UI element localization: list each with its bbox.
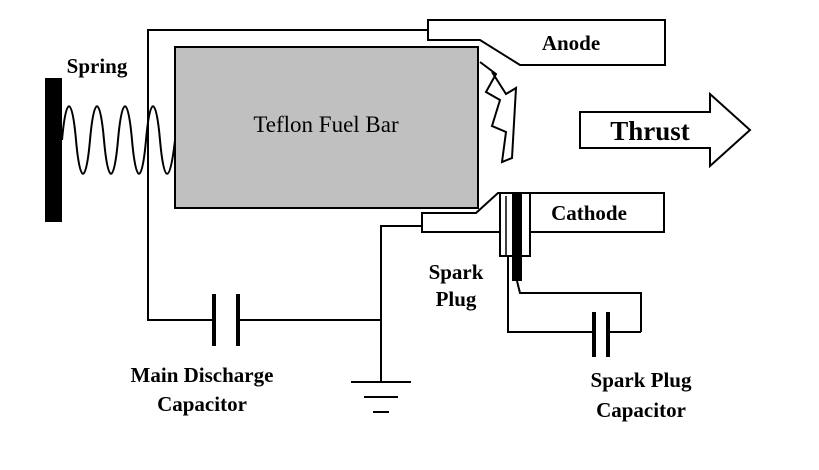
anode-electrode [427,19,666,66]
spark-plug-label-line1: Spark [429,260,484,284]
spark-discharge [479,61,518,164]
main-capacitor-label-line1: Main Discharge [131,363,274,387]
spring-coil [61,105,176,175]
spark-plug-top-wire [516,280,642,332]
thrust-label: Thrust [610,116,690,146]
teflon-fuel-bar [174,46,479,209]
spark-plug-bottom-wire [507,256,592,333]
spark-capacitor-label-line2: Capacitor [596,398,686,422]
cathode-electrode [421,192,665,233]
thrust-arrow [579,91,752,169]
fuel-bar-label: Teflon Fuel Bar [253,112,399,137]
anode-label: Anode [542,31,600,55]
main-capacitor-label-line2: Capacitor [157,392,247,416]
spring-backing-plate [45,78,62,222]
spark-plug-electrode [512,193,522,281]
cathode-label: Cathode [551,201,627,225]
cathode-wire [380,225,422,382]
spark-plug-label-line2: Plug [436,287,477,311]
spring-label: Spring [67,54,128,78]
spark-capacitor-label-line1: Spark Plug [591,368,692,392]
